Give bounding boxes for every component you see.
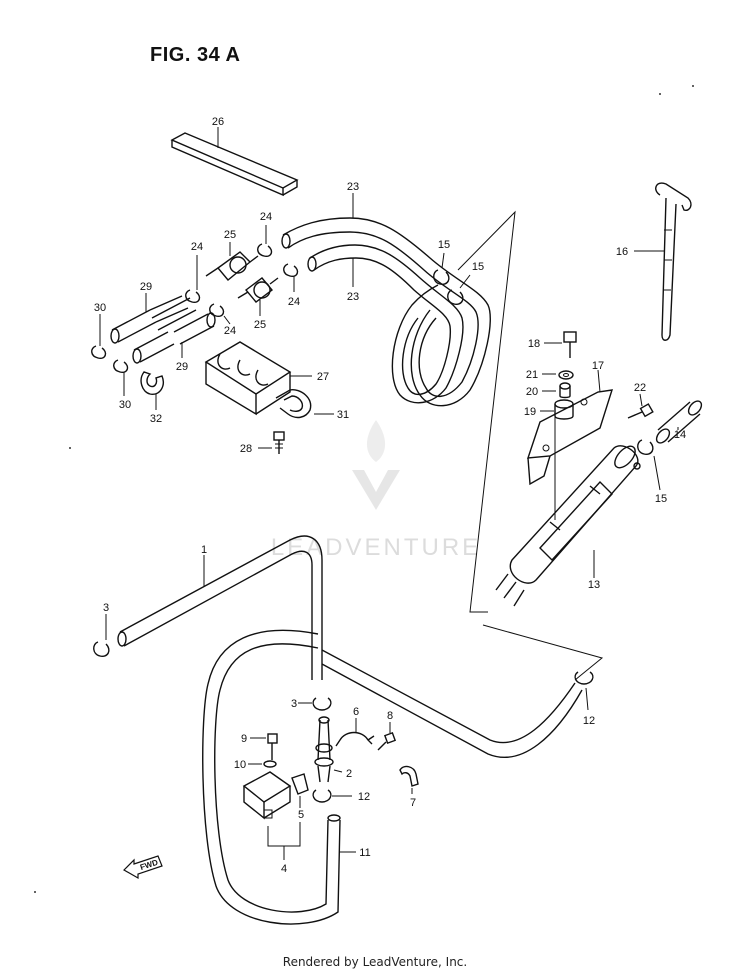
footer-credit: Rendered by LeadVenture, Inc. <box>282 955 468 969</box>
callout-2: 2 <box>346 768 352 780</box>
callout-8: 8 <box>387 710 393 722</box>
callout-15-c: 15 <box>655 493 667 505</box>
callout-labels: 26 23 23 24 24 24 24 25 25 15 15 15 16 2… <box>94 116 686 875</box>
part-21-washer <box>558 370 574 380</box>
leader-lines-group <box>457 210 604 681</box>
watermark-text: LEADVENTURE <box>271 534 481 561</box>
part-14-hose-stub <box>655 400 703 444</box>
watermark-flame-icon <box>366 420 386 462</box>
part-12-clamps <box>312 671 594 803</box>
part-4-bracket <box>242 771 292 820</box>
part-9-bolt <box>267 733 278 760</box>
callout-25-a: 25 <box>224 229 236 241</box>
part-24-hose-clamps <box>185 243 299 318</box>
callout-5: 5 <box>298 809 304 821</box>
part-20-collar <box>559 382 571 399</box>
part-32-holder <box>140 371 164 395</box>
callout-29-a: 29 <box>140 281 152 293</box>
part-26-foam-strip <box>170 132 299 197</box>
callout-7: 7 <box>410 797 416 809</box>
part-22-bolt <box>627 403 654 419</box>
part-6-band <box>335 731 375 747</box>
part-1-main-hose <box>117 535 583 759</box>
callout-22: 22 <box>634 382 646 394</box>
callout-23-lower: 23 <box>347 291 359 303</box>
callout-4: 4 <box>281 863 287 875</box>
scan-specks <box>34 85 694 893</box>
part-23-hose-coil <box>281 217 491 407</box>
part-27-bracket <box>204 341 292 416</box>
callout-15-a: 15 <box>438 239 450 251</box>
part-13-canister <box>495 445 641 607</box>
callout-32: 32 <box>150 413 162 425</box>
part-11-hose-loop <box>202 629 341 925</box>
callout-6: 6 <box>353 706 359 718</box>
part-28-bolt <box>273 431 285 454</box>
callout-23-upper: 23 <box>347 181 359 193</box>
callout-26: 26 <box>212 116 224 128</box>
callout-24-a: 24 <box>260 211 272 223</box>
part-3-clamps <box>93 641 332 711</box>
part-15-clamp-lower <box>637 439 654 456</box>
callout-3-a: 3 <box>103 602 109 614</box>
callout-14: 14 <box>674 429 686 441</box>
callout-28: 28 <box>240 443 252 455</box>
callout-24-d: 24 <box>224 325 236 337</box>
callout-12-b: 12 <box>358 791 370 803</box>
callout-30-b: 30 <box>119 399 131 411</box>
part-5-clip <box>291 773 309 795</box>
callout-3-b: 3 <box>291 698 297 710</box>
part-30-clamps <box>91 345 129 374</box>
callout-17: 17 <box>592 360 604 372</box>
callout-29-b: 29 <box>176 361 188 373</box>
callout-10: 10 <box>234 759 246 771</box>
callout-13: 13 <box>588 579 600 591</box>
callout-12-a: 12 <box>583 715 595 727</box>
callout-24-b: 24 <box>191 241 203 253</box>
part-15-clamps-upper <box>433 269 464 306</box>
part-8-screw <box>377 731 397 751</box>
callout-18: 18 <box>528 338 540 350</box>
part-17-bracket <box>526 389 614 520</box>
callout-20: 20 <box>526 386 538 398</box>
callout-25-b: 25 <box>254 319 266 331</box>
part-29-short-hoses <box>110 295 216 364</box>
watermark-logo-icon <box>352 470 400 510</box>
fwd-arrow-icon: FWD <box>123 855 163 880</box>
callout-24-c: 24 <box>288 296 300 308</box>
part-18-bolt <box>563 331 577 358</box>
callout-21: 21 <box>526 369 538 381</box>
part-16-cable-tie <box>655 182 692 341</box>
callout-16: 16 <box>616 246 628 258</box>
callout-31: 31 <box>337 409 349 421</box>
figure-title: FIG. 34 A <box>150 44 241 66</box>
callout-15-b: 15 <box>472 261 484 273</box>
callout-19: 19 <box>524 406 536 418</box>
watermark: LEADVENTURE <box>271 420 481 561</box>
part-2-fitting <box>314 716 334 783</box>
callout-1: 1 <box>201 544 207 556</box>
callout-9: 9 <box>241 733 247 745</box>
part-25-fuel-filters <box>205 251 279 303</box>
callout-30-a: 30 <box>94 302 106 314</box>
part-10-nut <box>263 760 277 768</box>
callout-11: 11 <box>359 847 370 859</box>
part-31-loop-clip <box>275 389 312 419</box>
callout-27: 27 <box>317 371 329 383</box>
part-7-clip <box>399 765 419 787</box>
